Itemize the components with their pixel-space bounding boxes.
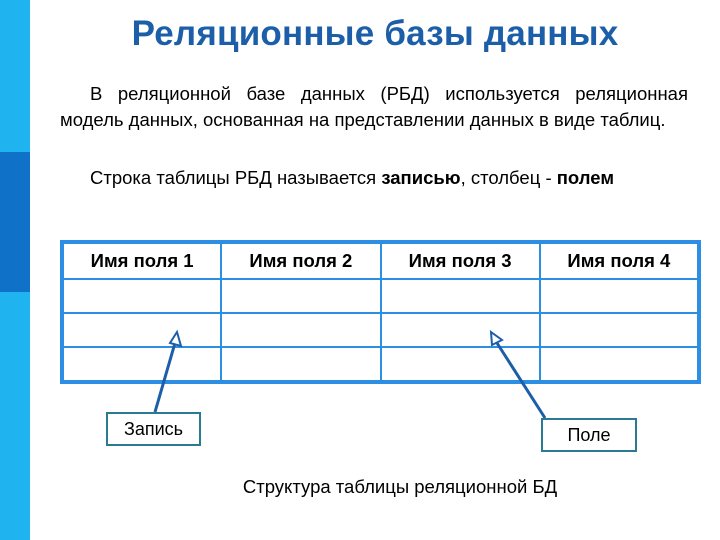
paragraph-definition: В реляционной базе данных (РБД) использу…	[60, 83, 688, 130]
term-field: полем	[556, 167, 615, 188]
table-header-cell: Имя поля 1	[60, 241, 223, 280]
table-header-row: Имя поля 1 Имя поля 2 Имя поля 3 Имя пол…	[60, 241, 701, 280]
table-header-cell: Имя поля 4	[538, 241, 701, 280]
table-structure: Имя поля 1 Имя поля 2 Имя поля 3 Имя пол…	[60, 240, 701, 384]
paragraph-terms-prefix: Строка таблицы РБД называется	[90, 167, 382, 188]
table-row	[60, 278, 701, 314]
slide-title: Реляционные базы данных	[131, 14, 619, 53]
table-cell	[538, 346, 701, 383]
table-cell	[379, 278, 541, 314]
table-cell	[60, 346, 223, 383]
label-field: Поле	[541, 418, 637, 452]
table-cell	[538, 278, 701, 314]
table-cell	[379, 312, 541, 348]
table-cell	[379, 346, 541, 383]
table-cell	[220, 312, 382, 348]
table-cell	[60, 278, 223, 314]
table-cell	[60, 312, 223, 348]
table-row	[60, 346, 701, 383]
table-caption: Структура таблицы реляционной БД	[242, 476, 558, 497]
paragraph-terms: Строка таблицы РБД называется записью, с…	[60, 165, 688, 191]
paragraph-terms-middle: , столбец -	[460, 167, 557, 188]
side-bar-accent	[0, 152, 30, 292]
table-header-cell: Имя поля 2	[220, 241, 382, 280]
table-cell	[220, 346, 382, 383]
table-row	[60, 312, 701, 348]
table-header-cell: Имя поля 3	[379, 241, 541, 280]
table-cell	[220, 278, 382, 314]
term-record: записью	[381, 167, 461, 188]
label-record: Запись	[106, 412, 201, 446]
table-cell	[538, 312, 701, 348]
